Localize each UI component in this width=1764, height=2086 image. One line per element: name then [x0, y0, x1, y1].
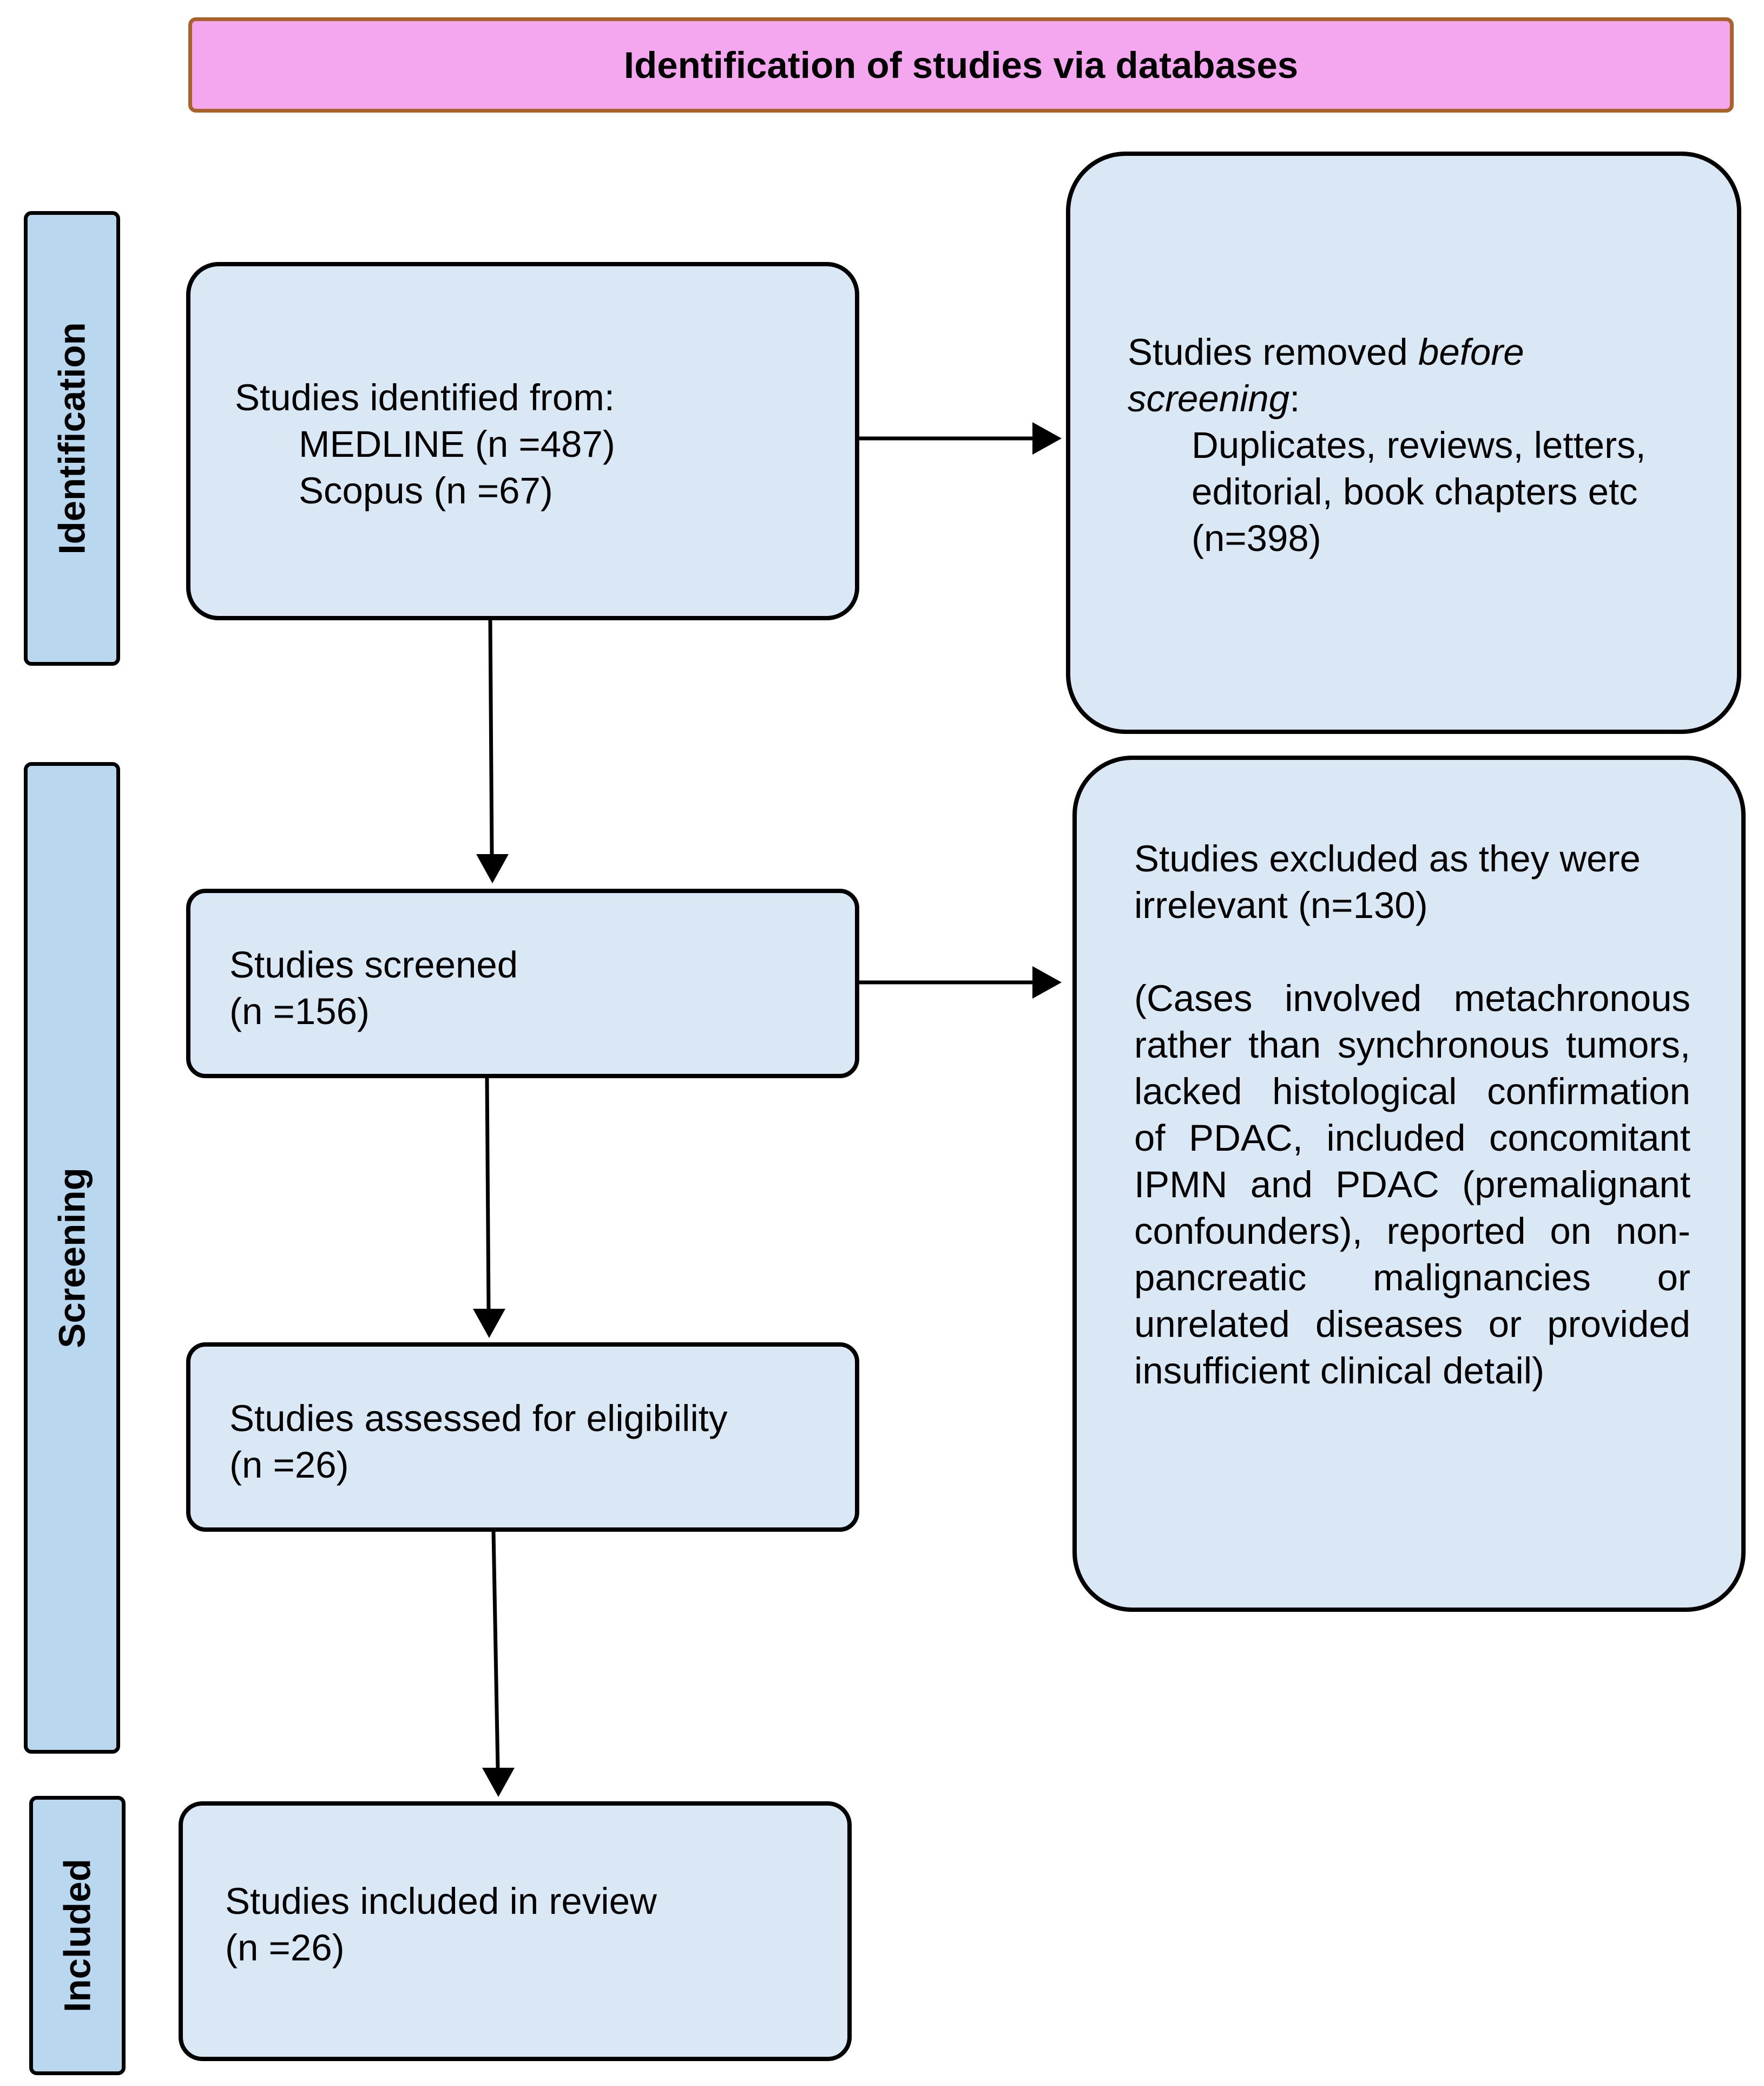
excluded-box: Studies excluded as they were irrelevant…	[1072, 756, 1746, 1612]
removed-box: Studies removed before screening: Duplic…	[1066, 152, 1741, 734]
removed-line-3: (n=398)	[1192, 517, 1321, 559]
excluded-line-2: irrelevant (n=130)	[1134, 884, 1428, 926]
screened-box: Studies screened (n =156)	[186, 889, 859, 1078]
removed-heading-2: screening:	[1128, 378, 1300, 419]
identified-source-medline: MEDLINE (n =487)	[299, 423, 615, 465]
screened-text: Studies screened (n =156)	[229, 942, 518, 1035]
arrowhead-included	[482, 1768, 515, 1797]
identified-source-scopus: Scopus (n =67)	[299, 470, 553, 511]
included-box: Studies included in review (n =26)	[179, 1801, 852, 2061]
arrow-identified-to-screened	[488, 620, 494, 857]
identified-text: Studies identified from: MEDLINE (n =487…	[235, 375, 615, 514]
included-count: (n =26)	[225, 1927, 345, 1969]
included-text: Studies included in review (n =26)	[225, 1878, 657, 1971]
excluded-line-1: Studies excluded as they were	[1134, 838, 1641, 880]
phase-identification: Identification	[24, 211, 120, 666]
screened-count: (n =156)	[229, 990, 370, 1032]
excluded-detail: (Cases involved metachronous rather than…	[1134, 978, 1690, 1392]
removed-text: Studies removed before screening: Duplic…	[1128, 329, 1646, 562]
arrowhead-eligibility	[473, 1309, 505, 1338]
identified-box: Studies identified from: MEDLINE (n =487…	[186, 262, 859, 620]
arrowhead-excluded	[1032, 966, 1062, 999]
phase-included: Included	[29, 1796, 126, 2075]
arrowhead-screened	[476, 854, 509, 883]
arrow-screened-to-eligibility	[485, 1078, 491, 1310]
screened-label: Studies screened	[229, 944, 518, 986]
eligibility-text: Studies assessed for eligibility (n =26)	[229, 1395, 727, 1488]
removed-line-2: editorial, book chapters etc	[1192, 471, 1638, 513]
eligibility-label: Studies assessed for eligibility	[229, 1398, 728, 1439]
eligibility-count: (n =26)	[229, 1444, 349, 1486]
identified-heading: Studies identified from:	[235, 377, 615, 418]
arrowhead-removed	[1032, 422, 1062, 455]
eligibility-box: Studies assessed for eligibility (n =26)	[186, 1342, 859, 1532]
header-banner: Identification of studies via databases	[188, 17, 1734, 113]
removed-heading: Studies removed before	[1128, 331, 1524, 373]
excluded-heading: Studies excluded as they were irrelevant…	[1134, 836, 1641, 929]
removed-line-1: Duplicates, reviews, letters,	[1192, 424, 1646, 466]
arrow-eligibility-to-included	[491, 1531, 500, 1769]
included-label: Studies included in review	[225, 1880, 657, 1922]
phase-screening: Screening	[24, 762, 120, 1754]
header-title: Identification of studies via databases	[623, 44, 1299, 86]
